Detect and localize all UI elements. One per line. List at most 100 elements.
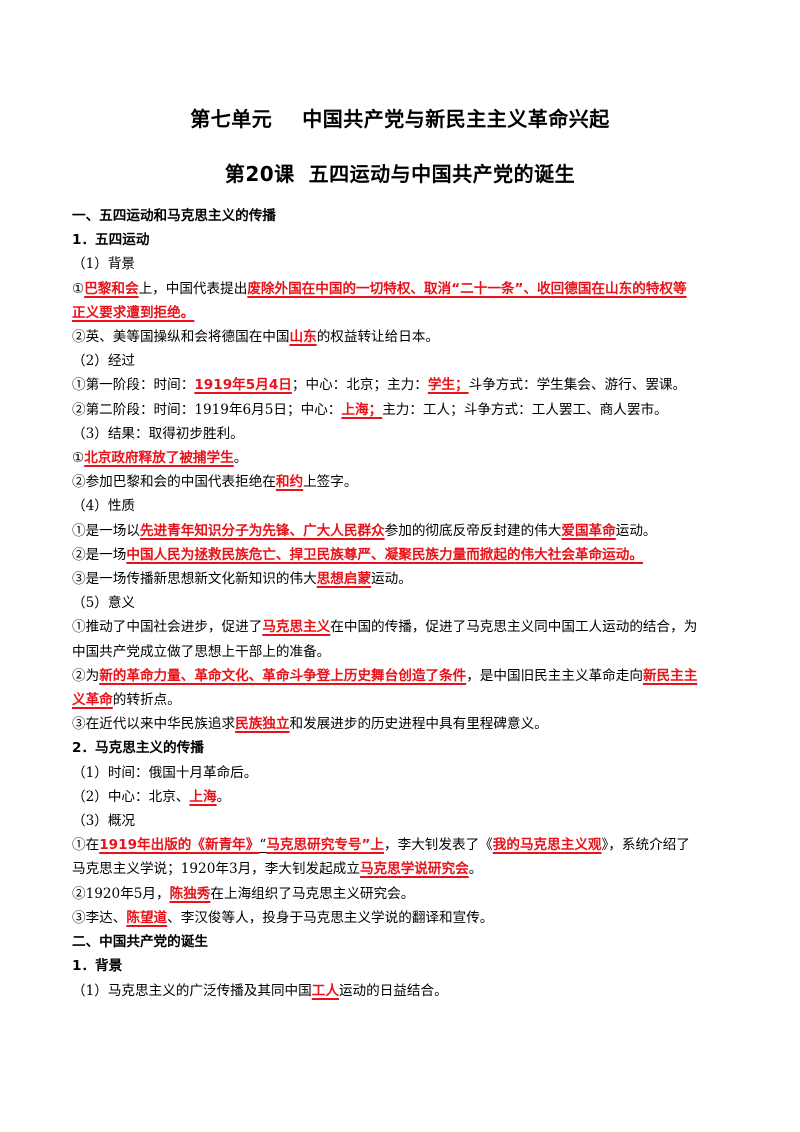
key-point: 山东 (289, 329, 317, 346)
text-line: ①推动了中国社会进步，促进了马克思主义在中国的传播，促进了马克思主义同中国工人运… (72, 615, 728, 639)
body-text: 主力：工人；斗争方式：工人罢工、商人罢市。 (382, 401, 668, 418)
text-line: 一、五四运动和马克思主义的传播 (72, 204, 728, 228)
body-text: ①第一阶段：时间： (72, 377, 195, 394)
body-text: （3）概况 (72, 813, 136, 830)
text-line: ①北京政府释放了被捕学生。 (72, 446, 728, 470)
body-text: （1）马克思主义的广泛传播及其同中国 (72, 982, 312, 999)
body-text: （1）背景 (72, 256, 136, 273)
body-text: ③是一场传播新思想新文化新知识的伟大 (72, 571, 317, 588)
section-heading: 1．五四运动 (72, 232, 150, 249)
body-text: ，李大钊发表了《 (384, 837, 493, 854)
body-text: ②1920年5月， (72, 885, 170, 902)
body-text: 斗争方式：学生集会、游行、罢课。 (468, 377, 687, 394)
body-text: 的权益转让给日本。 (316, 329, 440, 346)
key-point: 废除外国在中国的一切特权、取消“二十一条”、收回德国在山东的特权等 (247, 280, 687, 297)
text-line: 1．五四运动 (72, 228, 728, 252)
key-point: 陈独秀 (169, 885, 211, 902)
key-point: 巴黎和会 (84, 280, 139, 297)
body-text: （2）经过 (72, 353, 136, 370)
text-line: ①第一阶段：时间：1919年5月4日；中心：北京；主力：学生；斗争方式：学生集会… (72, 373, 728, 397)
key-point: 1919年5月4日 (194, 377, 292, 394)
key-point: 义革命 (72, 692, 113, 709)
key-point: 1919年出版的《新青年》 (99, 837, 260, 854)
body-text: 。 (233, 450, 248, 467)
body-text: 马克思主义学说；1920年3月，李大钊发起成立 (72, 861, 360, 878)
key-point: 陈望道 (126, 909, 168, 926)
key-point: 学生； (427, 377, 469, 394)
unit-number: 第七单元 (190, 107, 273, 131)
body-text: 、李汉俊等人，投身于马克思主义学说的翻译和宣传。 (167, 909, 494, 926)
text-line: （2）经过 (72, 349, 728, 373)
text-line: ①是一场以先进青年知识分子为先锋、广大人民群众参加的彻底反帝反封建的伟大爱国革命… (72, 519, 728, 543)
key-point: 上海 (189, 788, 217, 805)
key-point: 马克思学说研究会 (359, 861, 469, 878)
text-line: ②参加巴黎和会的中国代表拒绝在和约上签字。 (72, 470, 728, 494)
body-text: （3）结果：取得初步胜利。 (72, 425, 244, 442)
underlined-text: “ (259, 837, 267, 854)
unit-name: 中国共产党与新民主主义革命兴起 (302, 107, 610, 131)
section-heading: 2．马克思主义的传播 (72, 740, 204, 757)
body-text: ②参加巴黎和会的中国代表拒绝在 (72, 474, 276, 491)
body-text: 在中国的传播，促进了马克思主义同中国工人运动的结合，为 (330, 619, 698, 636)
key-point: 先进青年知识分子为先锋、广大人民群众 (139, 522, 385, 539)
section-heading: 1．背景 (72, 958, 123, 975)
body-text: ②是一场 (72, 546, 127, 563)
body-text: （4）性质 (72, 498, 136, 515)
section-heading: 一、五四运动和马克思主义的传播 (72, 208, 276, 224)
body-text: 。 (216, 788, 231, 805)
body-text: 的转折点。 (112, 692, 181, 709)
text-line: （2）中心：北京、上海。 (72, 785, 728, 809)
text-line: 1．背景 (72, 954, 728, 978)
body-text: ①在 (72, 837, 100, 854)
body-text: 中国共产党成立做了思想上干部上的准备。 (72, 643, 331, 660)
body-text: ③李达、 (72, 909, 127, 926)
body-text: ①是一场以 (72, 522, 140, 539)
key-point: 新民主主 (642, 667, 698, 684)
text-line: （1）时间：俄国十月革命后。 (72, 761, 728, 785)
key-point: 我的马克思主义观 (492, 837, 602, 854)
lesson-number: 第20课 (224, 162, 295, 186)
key-point: 马克思研究专号”上 (266, 837, 385, 854)
text-line: ②英、美等国操纵和会将德国在中国山东的权益转让给日本。 (72, 325, 728, 349)
body-text: ①推动了中国社会进步，促进了 (72, 619, 263, 636)
text-line: 正义要求遭到拒绝。 (72, 301, 728, 325)
text-line: ③李达、陈望道、李汉俊等人，投身于马克思主义学说的翻译和宣传。 (72, 906, 728, 930)
body-text: 。 (468, 861, 483, 878)
body-text: 上，中国代表提出 (138, 280, 248, 297)
lesson-name: 五四运动与中国共产党的诞生 (308, 162, 576, 186)
text-line: （4）性质 (72, 494, 728, 518)
body-text: （2）中心：北京、 (72, 788, 190, 805)
text-line: 二、中国共产党的诞生 (72, 930, 728, 954)
key-point: 新的革命力量、革命文化、革命斗争登上历史舞台创造了条件 (99, 667, 467, 684)
text-line: ②为新的革命力量、革命文化、革命斗争登上历史舞台创造了条件，是中国旧民主主义革命… (72, 664, 728, 688)
key-point: 上海； (341, 401, 383, 418)
body-text: 运动。 (615, 522, 657, 539)
body-text: 》，系统介绍了 (601, 837, 690, 854)
text-line: 义革命的转折点。 (72, 688, 728, 712)
text-line: （1）背景 (72, 252, 728, 276)
text-line: 中国共产党成立做了思想上干部上的准备。 (72, 640, 728, 664)
key-point: 正义要求遭到拒绝。 (72, 304, 195, 321)
text-line: （1）马克思主义的广泛传播及其同中国工人运动的日益结合。 (72, 979, 728, 1003)
key-point: 思想启蒙 (316, 571, 372, 588)
body-text: 和发展进步的历史进程中具有里程碑意义。 (289, 716, 548, 733)
body-text: 上签字。 (303, 474, 358, 491)
text-line: ①在1919年出版的《新青年》“马克思研究专号”上，李大钊发表了《我的马克思主义… (72, 833, 728, 857)
text-line: ②第二阶段：时间：1919年6月5日；中心：上海；主力：工人；斗争方式：工人罢工… (72, 398, 728, 422)
key-point: 中国人民为拯救民族危亡、捍卫民族尊严、凝聚民族力量而掀起的伟大社会革命运动。 (126, 546, 643, 563)
body-text: ；中心：北京；主力： (291, 377, 428, 394)
key-point: 北京政府释放了被捕学生 (84, 450, 234, 467)
key-point: 民族独立 (235, 716, 290, 733)
body-text: ③在近代以来中华民族追求 (72, 716, 236, 733)
text-line: 马克思主义学说；1920年3月，李大钊发起成立马克思学说研究会。 (72, 857, 728, 881)
body-text: ②第二阶段：时间：1919年6月5日；中心： (72, 401, 342, 418)
lesson-title: 第20课五四运动与中国共产党的诞生 (0, 158, 800, 187)
key-point: 工人 (311, 982, 339, 999)
key-point: 马克思主义 (262, 619, 331, 636)
body-text: 参加的彻底反帝反封建的伟大 (384, 522, 562, 539)
text-line: （3）概况 (72, 809, 728, 833)
body-text: ②英、美等国操纵和会将德国在中国 (72, 329, 290, 346)
body-text: 运动的日益结合。 (338, 982, 448, 999)
